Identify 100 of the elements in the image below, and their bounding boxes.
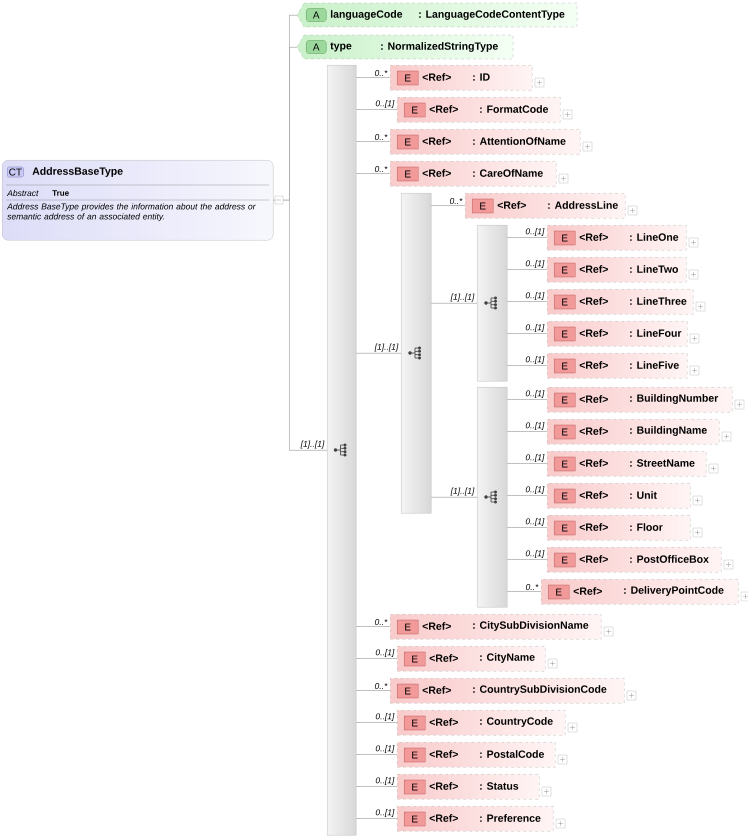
element-badge: E (397, 166, 418, 182)
element-badge: E (554, 262, 576, 278)
cardinality-label: 0..[1] (524, 518, 545, 526)
connector-line (356, 658, 398, 659)
element-badge: E (397, 620, 418, 634)
connector-line (507, 431, 548, 432)
cardinality-label: 0..[1] (524, 228, 545, 236)
connector-line (356, 722, 398, 723)
cardinality-label: 0..[1] (524, 422, 545, 430)
cardinality-label: 0..[1] (524, 454, 545, 462)
element-box: E <Ref> : Status (397, 774, 540, 800)
element-badge: E (548, 584, 570, 600)
connector-line (507, 527, 548, 528)
connector-line (356, 818, 398, 819)
element-box: E <Ref> : Preference (397, 806, 554, 832)
connector-line (507, 301, 548, 302)
cardinality-label: 0..[1] (374, 648, 395, 658)
element-badge: E (554, 326, 576, 342)
connector-line (431, 496, 478, 498)
cardinality-label: 0..[1] (524, 390, 545, 398)
connector-line (507, 591, 542, 592)
connector-line (507, 463, 548, 464)
element-box: E <Ref> : FormatCode (397, 97, 560, 122)
connector-line (507, 365, 548, 366)
cardinality-label: 0..* (449, 197, 463, 204)
cardinality-label: 0..[1] (374, 744, 395, 754)
element-box: E <Ref> : CareOfName (390, 161, 556, 186)
element-badge: E (404, 780, 426, 794)
element-box: E <Ref> : DeliveryPointCode (541, 579, 738, 604)
connector-line (507, 333, 548, 334)
cardinality-label: 0..[1] (524, 292, 545, 300)
element-box: E <Ref> : LineOne (547, 225, 686, 250)
cardinality-label: 0..* (374, 69, 388, 76)
element-badge: E (554, 294, 576, 310)
element-badge: E (397, 684, 418, 698)
connector-line (356, 77, 390, 78)
element-badge: E (554, 520, 576, 536)
element-box: E <Ref> : LineFive (547, 353, 688, 378)
cardinality-label: 0..[1] (524, 550, 545, 558)
element-badge: E (472, 198, 494, 214)
element-badge: E (554, 552, 576, 568)
element-box: E <Ref> : AddressLine (465, 193, 626, 218)
element-badge: E (554, 230, 576, 246)
element-badge: E (397, 70, 418, 86)
element-badge: E (554, 424, 576, 440)
element-box: E <Ref> : AttentionOfName (390, 129, 580, 154)
cardinality-label: 0..* (374, 166, 388, 172)
cardinality-label: 0..* (525, 584, 539, 590)
connector-line (507, 237, 548, 238)
attribute-badge: A (306, 8, 326, 22)
element-box: E <Ref> : ID (390, 65, 532, 90)
element-box: E <Ref> : LineTwo (547, 257, 686, 282)
cardinality-label: [1]..[1] (450, 293, 475, 302)
connector-line (356, 690, 390, 691)
element-badge: E (404, 812, 426, 826)
cardinality-label: 0..[1] (374, 712, 395, 722)
complex-type-box: CT AddressBaseType Abstract True Address BaseType provides the information about the address or semantic address of an associated entity. (2, 160, 274, 240)
element-box: E <Ref> : Unit (547, 483, 690, 508)
element-box: E <Ref> : LineThree (547, 289, 694, 314)
connector-line (356, 141, 390, 142)
element-box: E <Ref> : CitySubDivisionName (390, 614, 602, 640)
cardinality-label: 0..[1] (374, 100, 395, 108)
element-badge: E (404, 716, 426, 730)
type-badge: CT (7, 166, 24, 178)
connector-line (356, 786, 398, 787)
connector-line (356, 109, 398, 110)
element-box: E <Ref> : BuildingName (547, 419, 720, 444)
connector-line (356, 352, 402, 354)
element-box: E <Ref> : CountryCode (397, 710, 566, 736)
element-box: E <Ref> : StreetName (547, 451, 706, 476)
cardinality-label: 0..[1] (524, 486, 545, 494)
cardinality-label: 0..[1] (524, 324, 545, 332)
element-badge: E (554, 358, 576, 374)
element-badge: E (554, 392, 576, 408)
element-box: E <Ref> : LineFour (547, 321, 688, 346)
cardinality-label: 0..[1] (524, 356, 545, 364)
element-box: E <Ref> : PostalCode (397, 742, 556, 768)
connector-line (431, 205, 466, 206)
element-badge: E (397, 134, 418, 150)
element-box: E <Ref> : CityName (397, 646, 546, 672)
connector-line (356, 754, 398, 755)
compositor-bar (477, 387, 508, 608)
compositor-bar (327, 65, 356, 836)
attribute-box: A type : NormalizedStringType (296, 34, 514, 60)
cardinality-label: 0..* (374, 682, 388, 690)
cardinality-label: [1]..[1] (300, 440, 325, 449)
cardinality-label: [1]..[1] (374, 343, 399, 352)
element-box: E <Ref> : Floor (547, 515, 690, 540)
element-badge: E (554, 456, 576, 472)
element-box: E <Ref> : BuildingNumber (547, 387, 732, 412)
connector-line (507, 399, 548, 400)
cardinality-label: 0..[1] (374, 808, 395, 818)
connector-line (356, 173, 390, 174)
connector-line (431, 302, 478, 304)
element-badge: E (404, 652, 426, 666)
cardinality-label: 0..* (374, 618, 388, 626)
element-box: E <Ref> : CountrySubDivisionCode (390, 678, 624, 704)
connector-line (356, 626, 390, 627)
attribute-badge: A (306, 40, 326, 54)
element-badge: E (554, 488, 576, 504)
